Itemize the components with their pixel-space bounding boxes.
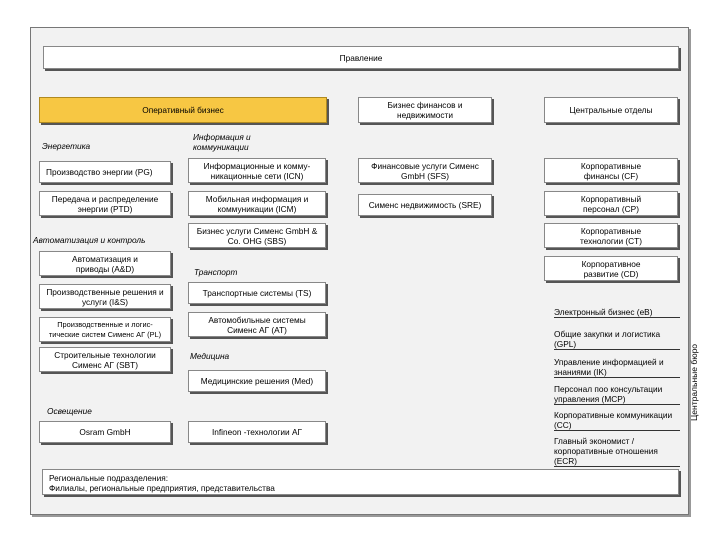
- unit-cd: Корпоративное развитие (CD): [544, 256, 678, 281]
- unit-icn: Информационные и комму-никационные сети …: [188, 158, 326, 183]
- group-info-label: Информация и коммуникации: [193, 132, 251, 152]
- unit-sbt: Строительные технологии Сименс АГ (SBT): [39, 347, 171, 372]
- central-office-mcp: Персонал поо консультации управления (MC…: [554, 384, 680, 405]
- unit-ad: Автоматизация и приводы (A&D): [39, 251, 171, 276]
- finance-business-header: Бизнес финансов и недвижимости: [358, 97, 492, 123]
- central-office-ik: Управление информацией и знаниями (IK): [554, 357, 680, 378]
- board-box: Правление: [43, 46, 679, 69]
- unit-cp: Корпоративный персонал (CP): [544, 191, 678, 216]
- unit-at: Автомобильные системы Сименс АГ (AT): [188, 312, 326, 337]
- regional-divisions-box: Региональные подразделения: Филиалы, рег…: [42, 469, 679, 495]
- group-energy-label: Энергетика: [42, 141, 91, 151]
- group-medicine-label: Медицина: [190, 351, 230, 361]
- unit-sfs: Финансовые услуги Сименс GmbH (SFS): [358, 158, 492, 183]
- unit-pl: Производственные и логис-тические систем…: [39, 317, 171, 342]
- operative-business-header: Оперативный бизнес: [39, 97, 327, 123]
- group-lighting-label: Освещение: [47, 406, 92, 416]
- group-automation-label: Автоматизация и контроль: [33, 235, 146, 245]
- regional-line-1: Региональные подразделения:: [49, 473, 169, 483]
- unit-med: Медицинские решения (Med): [188, 370, 326, 392]
- unit-is: Производственные решения и услуги (I&S): [39, 284, 171, 309]
- unit-osram: Osram GmbH: [39, 421, 171, 443]
- regional-line-2: Филиалы, региональные предприятия, предс…: [49, 483, 275, 493]
- central-office-ecr: Главный экономист / корпоративные отноше…: [554, 436, 680, 467]
- unit-infineon: Infineon -технологии АГ: [188, 421, 326, 443]
- central-office-cc: Корпоративные коммуникации (CC): [554, 410, 680, 431]
- group-transport-label: Транспорт: [194, 267, 238, 277]
- unit-pg: Производство энергии (PG): [39, 161, 171, 183]
- unit-sre: Сименс недвижимость (SRE): [358, 194, 492, 216]
- unit-ptd: Передача и распределение энергии (PTD): [39, 191, 171, 216]
- unit-ct: Корпоративные технологии (CT): [544, 223, 678, 248]
- unit-sbs: Бизнес услуги Сименс GmbH & Co. OHG (SBS…: [188, 223, 326, 248]
- unit-cf: Корпоративные финансы (CF): [544, 158, 678, 183]
- central-departments-header: Центральные отделы: [544, 97, 678, 123]
- unit-ts: Транспортные системы (TS): [188, 282, 326, 304]
- central-office-gpl: Общие закупки и логистика (GPL): [554, 329, 680, 350]
- central-office-eb: Электронный бизнес (eB): [554, 307, 680, 318]
- unit-icm: Мобильная информация и коммуникации (ICM…: [188, 191, 326, 216]
- central-offices-title: Центральные бюро: [689, 343, 699, 421]
